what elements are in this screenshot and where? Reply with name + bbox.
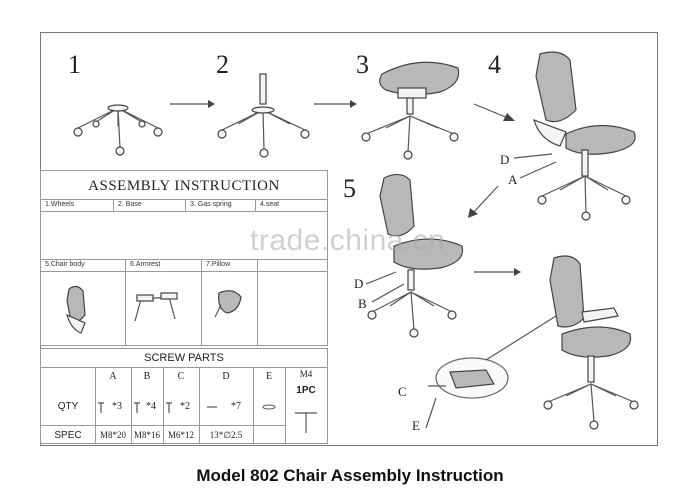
final-chair-illustration bbox=[425, 255, 639, 430]
qty-c: *2 bbox=[180, 401, 190, 412]
qty-row-label: QTY bbox=[57, 401, 79, 412]
step5-chair-illustration bbox=[365, 173, 464, 338]
washer-e-icon bbox=[262, 404, 276, 410]
step1-base-illustration bbox=[73, 104, 163, 156]
qty-a: *3 bbox=[112, 401, 122, 412]
step4-chair-body-illustration bbox=[513, 51, 636, 221]
parts-row-1-images bbox=[41, 211, 327, 260]
step5-callout-b: B bbox=[358, 296, 367, 311]
allen-key-icon bbox=[295, 412, 317, 433]
qty-d: *7 bbox=[231, 401, 241, 412]
screw-letter-e: E bbox=[265, 371, 273, 382]
screw-letter-d: D bbox=[222, 371, 230, 382]
step-number-4: 4 bbox=[488, 50, 501, 79]
spec-b: M8*16 bbox=[133, 430, 160, 440]
spec-a: M8*20 bbox=[99, 430, 126, 440]
part-label-chair-body: 5.Chair body bbox=[45, 261, 85, 268]
screw-parts-table: SCREW PARTS A B C D E M4 QTY *3 *4 *2 *7… bbox=[40, 348, 328, 444]
screw-icons bbox=[98, 402, 317, 433]
screw-c-icon bbox=[166, 402, 172, 413]
page-caption: Model 802 Chair Assembly Instruction bbox=[196, 466, 504, 485]
part-label-base: 2. Base bbox=[113, 199, 186, 212]
step4-callout-d: D bbox=[500, 152, 510, 167]
screw-letter-b: B bbox=[143, 371, 151, 382]
part-label-gas-spring: 3. Gas spring bbox=[185, 199, 258, 212]
assembly-instruction-panel: ASSEMBLY INSTRUCTION 1.Wheels 2. Base 3.… bbox=[40, 170, 328, 346]
spec-c: M6*12 bbox=[167, 430, 194, 440]
qty-m4: 1PC bbox=[296, 385, 316, 396]
step4-callout-a: A bbox=[508, 172, 518, 187]
step2-base-gas-spring-illustration bbox=[217, 73, 310, 158]
part-label-armrest: 6.Armrest bbox=[125, 259, 198, 272]
part-label-pillow: 7.Pillow bbox=[201, 259, 268, 272]
parts-row-2-images bbox=[41, 271, 327, 345]
screw-b-icon bbox=[134, 402, 140, 413]
screw-parts-title: SCREW PARTS bbox=[41, 349, 327, 368]
final-callout-e: E bbox=[412, 418, 420, 433]
parts-thumbnails bbox=[66, 285, 242, 334]
qty-b: *4 bbox=[146, 401, 156, 412]
final-callout-c: C bbox=[398, 384, 407, 399]
pillow-thumbnail bbox=[218, 290, 242, 314]
step-number-3: 3 bbox=[356, 50, 369, 79]
step-number-5: 5 bbox=[343, 174, 356, 203]
screw-a-icon bbox=[98, 402, 104, 413]
spec-d: 13*∅2.5 bbox=[209, 430, 243, 440]
step3-seat-illustration bbox=[361, 61, 460, 160]
screw-letter-c: C bbox=[177, 371, 185, 382]
screw-letter-m4: M4 bbox=[299, 369, 313, 379]
parts-row-2: 5.Chair body 6.Armrest 7.Pillow bbox=[41, 259, 327, 272]
parts-row-1: 1.Wheels 2. Base 3. Gas spring 4.seat bbox=[41, 199, 327, 212]
step-number-2: 2 bbox=[216, 50, 229, 79]
part-label-seat: 4.seat bbox=[255, 199, 328, 212]
spec-row-label: SPEC bbox=[54, 430, 82, 441]
part-label-wheels: 1.Wheels bbox=[45, 201, 75, 208]
watermark-text: trade.china.cn bbox=[250, 224, 446, 257]
step5-callout-d: D bbox=[354, 276, 364, 291]
step-number-1: 1 bbox=[68, 50, 81, 79]
screw-letter-a: A bbox=[109, 371, 117, 382]
assembly-instruction-title: ASSEMBLY INSTRUCTION bbox=[41, 173, 327, 200]
